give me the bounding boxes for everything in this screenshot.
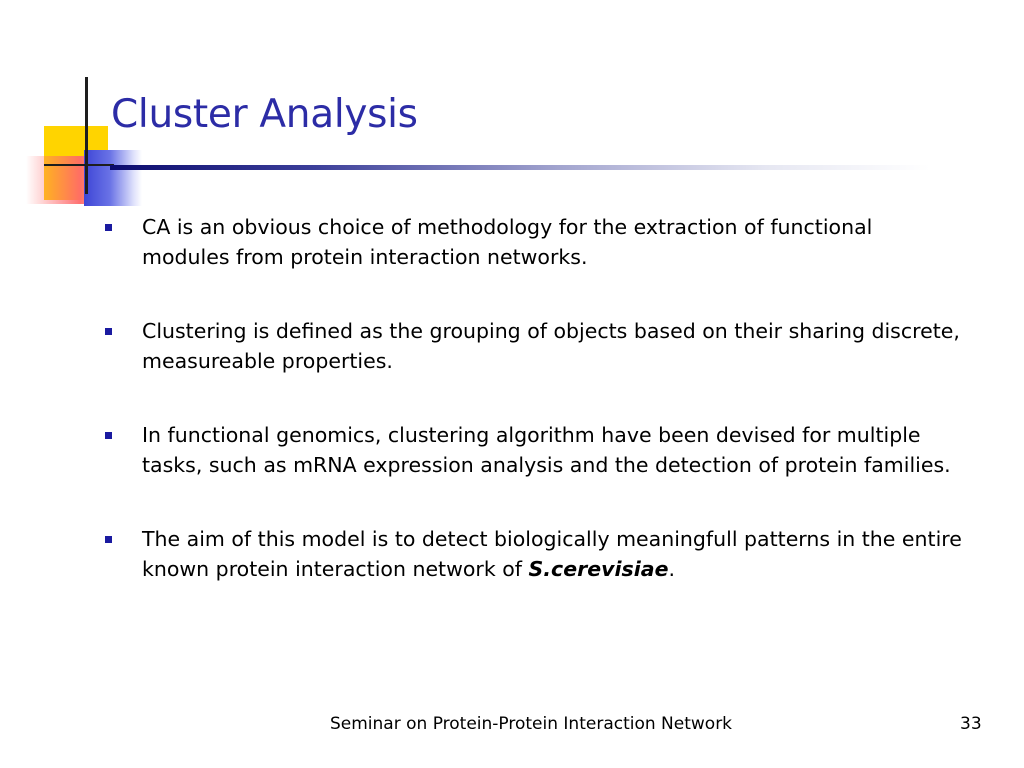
bullet-item: In functional genomics, clustering algor… bbox=[105, 420, 965, 480]
bullet-text-before: The aim of this model is to detect biolo… bbox=[142, 527, 962, 581]
bullet-item: Clustering is defined as the grouping of… bbox=[105, 316, 965, 376]
title-decoration-horizontal-line bbox=[44, 164, 114, 166]
bullet-text: CA is an obvious choice of methodology f… bbox=[142, 215, 873, 269]
bullet-square-icon bbox=[105, 224, 112, 231]
bullet-text: In functional genomics, clustering algor… bbox=[142, 423, 951, 477]
bullet-item: The aim of this model is to detect biolo… bbox=[105, 524, 965, 584]
title-decoration-vertical-line bbox=[85, 77, 88, 194]
bullet-square-icon bbox=[105, 328, 112, 335]
species-name: S.cerevisiae bbox=[528, 557, 669, 581]
bullet-square-icon bbox=[105, 432, 112, 439]
footer-text: Seminar on Protein-Protein Interaction N… bbox=[330, 714, 733, 734]
bullet-list: CA is an obvious choice of methodology f… bbox=[105, 212, 965, 628]
page-number: 33 bbox=[960, 714, 982, 734]
bullet-square-icon bbox=[105, 536, 112, 543]
bullet-text-after: . bbox=[668, 557, 676, 581]
title-underline bbox=[110, 165, 930, 170]
slide-title: Cluster Analysis bbox=[111, 92, 418, 137]
bullet-item: CA is an obvious choice of methodology f… bbox=[105, 212, 965, 272]
bullet-text: Clustering is defined as the grouping of… bbox=[142, 319, 960, 373]
title-decoration-blue-block bbox=[84, 150, 142, 206]
